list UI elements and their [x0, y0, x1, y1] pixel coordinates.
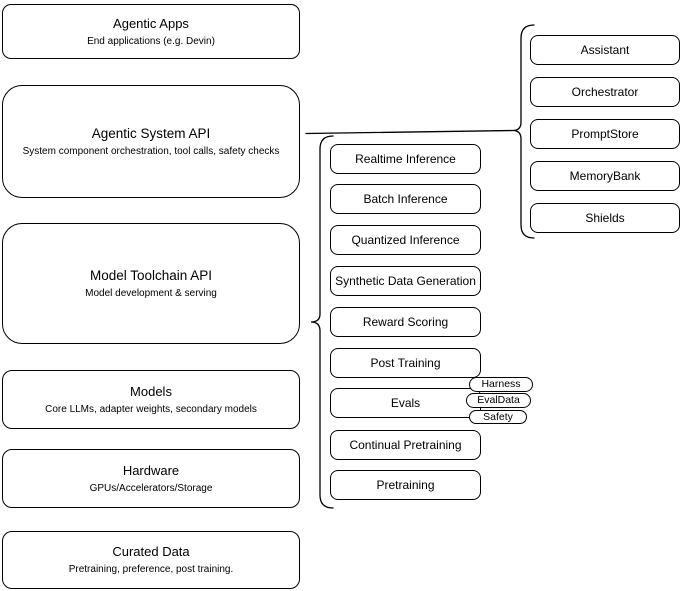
node-label: Post Training — [370, 355, 441, 370]
tag-label: Harness — [481, 378, 521, 390]
node-title: Models — [130, 383, 172, 399]
toolchain-group-brace — [310, 135, 334, 509]
system-node-shields: Shields — [530, 203, 680, 233]
toolchain-node-batch-inference: Batch Inference — [330, 184, 481, 214]
system-group-brace — [512, 24, 535, 239]
node-title: Agentic Apps — [113, 15, 189, 31]
node-label: Continual Pretraining — [349, 437, 462, 452]
toolchain-node-evals: Evals — [330, 388, 481, 418]
node-agentic-system-api: Agentic System API System component orch… — [2, 85, 300, 198]
node-label: PromptStore — [571, 126, 639, 141]
toolchain-node-realtime-inference: Realtime Inference — [330, 144, 481, 174]
tag-label: EvalData — [477, 394, 520, 406]
node-models: Models Core LLMs, adapter weights, secon… — [2, 370, 300, 429]
node-subtitle: End applications (e.g. Devin) — [87, 35, 215, 47]
evals-tag-safety: Safety — [469, 410, 527, 424]
node-label: Batch Inference — [363, 191, 448, 206]
system-node-memorybank: MemoryBank — [530, 161, 680, 191]
node-hardware: Hardware GPUs/Accelerators/Storage — [2, 449, 300, 508]
node-label: MemoryBank — [569, 168, 641, 183]
node-label: Quantized Inference — [351, 232, 460, 247]
toolchain-node-continual-pretraining: Continual Pretraining — [330, 430, 481, 460]
node-label: Shields — [585, 210, 625, 225]
node-title: Curated Data — [112, 544, 190, 559]
node-label: Evals — [390, 395, 421, 410]
node-agentic-apps: Agentic Apps End applications (e.g. Devi… — [2, 4, 300, 59]
evals-tag-harness: Harness — [469, 377, 533, 392]
toolchain-node-quantized-inference: Quantized Inference — [330, 225, 481, 255]
node-subtitle: Pretraining, preference, post training. — [68, 564, 234, 575]
node-subtitle: GPUs/Accelerators/Storage — [89, 482, 213, 494]
toolchain-node-reward-scoring: Reward Scoring — [330, 307, 481, 337]
toolchain-node-pretraining: Pretraining — [330, 470, 481, 500]
tag-label: Safety — [483, 410, 513, 423]
system-node-orchestrator: Orchestrator — [530, 77, 680, 107]
system-node-assistant: Assistant — [530, 35, 680, 65]
node-subtitle: Core LLMs, adapter weights, secondary mo… — [45, 403, 257, 415]
toolchain-node-post-training: Post Training — [330, 348, 481, 378]
node-subtitle: Model development & serving — [85, 287, 217, 299]
node-label: Synthetic Data Generation — [335, 273, 476, 288]
node-label: Reward Scoring — [362, 314, 449, 329]
node-title: Hardware — [122, 462, 180, 478]
system-api-connector-line — [305, 129, 514, 135]
node-label: Orchestrator — [571, 84, 639, 99]
node-title: Agentic System API — [91, 125, 211, 141]
node-model-toolchain-api: Model Toolchain API Model development & … — [2, 223, 300, 344]
node-label: Realtime Inference — [355, 151, 456, 166]
node-subtitle: System component orchestration, tool cal… — [22, 145, 280, 157]
evals-tag-evaldata: EvalData — [466, 393, 531, 408]
toolchain-node-synthetic-data-generation: Synthetic Data Generation — [330, 266, 481, 296]
node-label: Pretraining — [376, 477, 435, 492]
node-label: Assistant — [580, 42, 630, 57]
system-node-promptstore: PromptStore — [530, 119, 680, 149]
node-title: Model Toolchain API — [89, 267, 213, 283]
node-curated-data: Curated Data Pretraining, preference, po… — [2, 531, 300, 589]
